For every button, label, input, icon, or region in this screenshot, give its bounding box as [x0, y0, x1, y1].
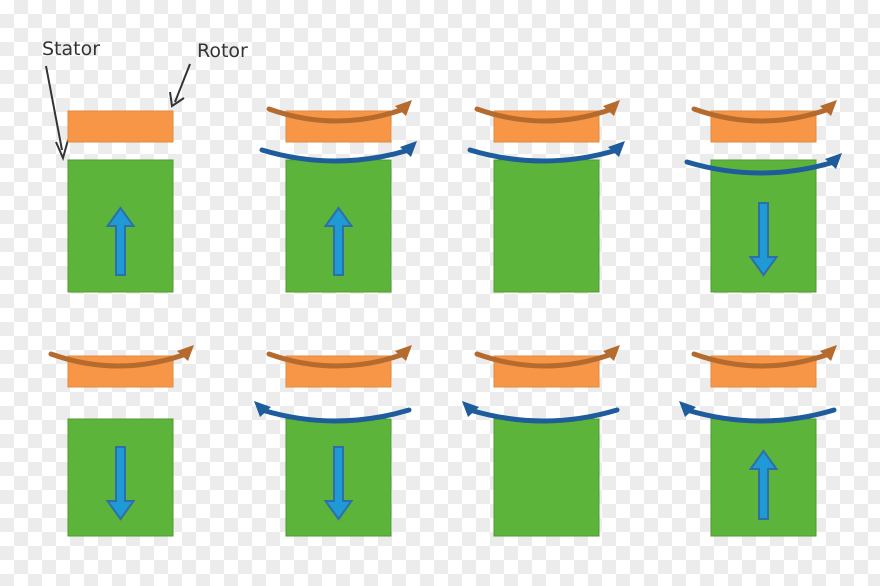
- rotor-rotation-arrow: [266, 345, 412, 369]
- rotor-rotation-arrow: [474, 345, 620, 369]
- rotor-pointer-arrow: [169, 63, 191, 108]
- stator-block: [493, 159, 600, 293]
- stator-field-arrow: [679, 401, 837, 424]
- rotor-rotation-arrow: [691, 345, 837, 369]
- frame-2-2: [254, 345, 412, 537]
- rotor-rotation-arrow: [48, 345, 194, 369]
- stator-pointer-arrow: [45, 65, 69, 161]
- frame-1-1: [67, 110, 174, 293]
- stator-field-arrow: [462, 401, 620, 424]
- rotor-rotation-arrow: [266, 100, 412, 124]
- arrow-up-icon: [105, 206, 136, 276]
- rotor-rotation-arrow: [474, 100, 620, 124]
- arrow-down-icon: [323, 446, 354, 521]
- rotor-label: Rotor: [197, 40, 248, 62]
- arrow-down-icon: [105, 446, 136, 521]
- arrow-up-icon: [323, 206, 354, 276]
- frame-1-2: [259, 100, 417, 293]
- rotor-bar: [67, 110, 174, 143]
- frame-1-4: [684, 100, 842, 293]
- stator-block: [493, 418, 600, 537]
- stator-field-arrow: [259, 141, 417, 164]
- stator-label: Stator: [42, 38, 101, 60]
- frame-2-3: [462, 345, 620, 537]
- frame-2-4: [679, 345, 837, 537]
- stator-field-arrow: [467, 141, 625, 164]
- stator-field-arrow: [684, 153, 842, 176]
- rotor-rotation-arrow: [691, 100, 837, 124]
- arrow-up-icon: [748, 449, 779, 520]
- frame-1-3: [467, 100, 625, 293]
- stator-field-arrow: [254, 401, 412, 424]
- frame-2-1: [48, 345, 194, 537]
- arrow-down-icon: [748, 202, 779, 277]
